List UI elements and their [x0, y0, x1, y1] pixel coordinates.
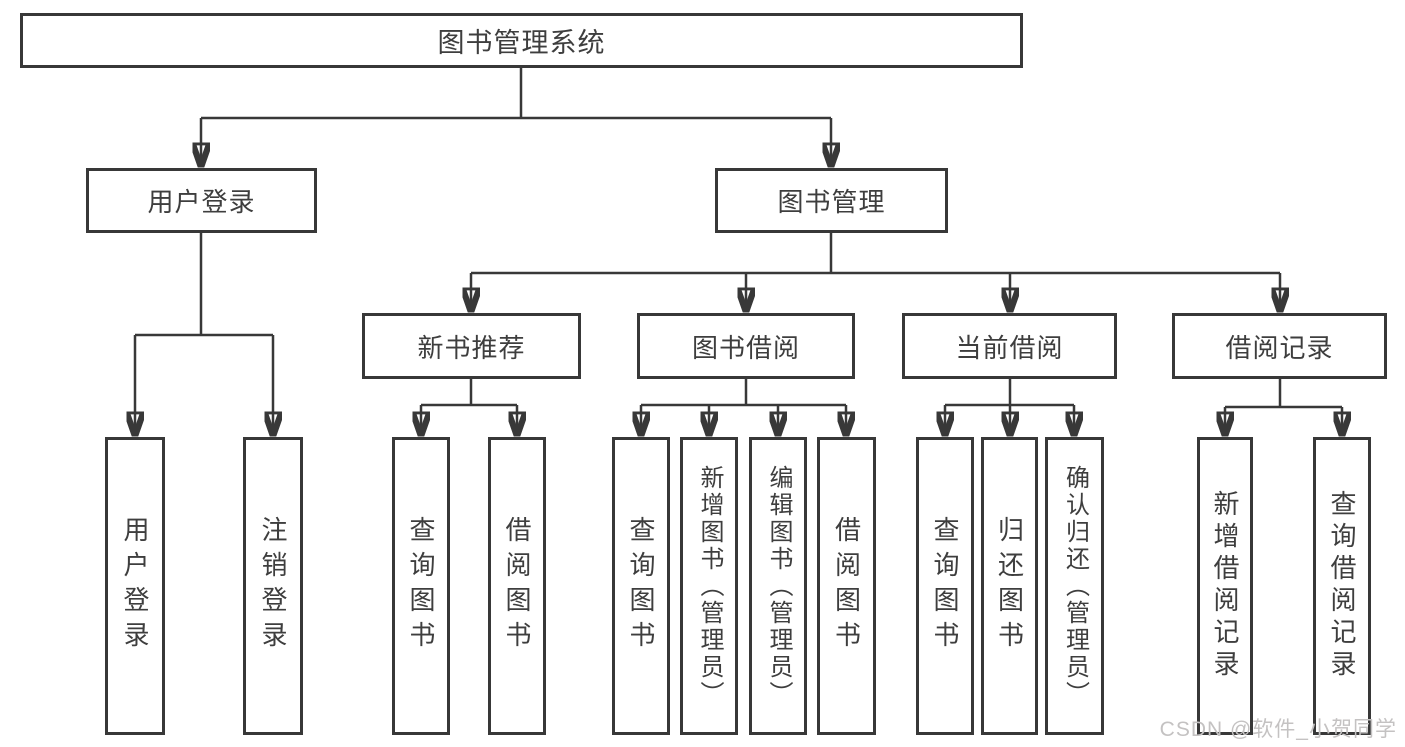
node-label: 确认归还（管理员） [1061, 464, 1089, 708]
node-label: 新增图书（管理员） [696, 464, 723, 708]
node-root: 图书管理系统 [20, 13, 1023, 68]
node-borrow-records: 借阅记录 [1172, 313, 1387, 379]
node-label: 当前借阅 [955, 332, 1064, 363]
leaf-query-books-recommend: 查询图书 [392, 437, 450, 735]
leaf-query-borrow-record: 查询借阅记录 [1313, 437, 1371, 735]
node-current-borrowing: 当前借阅 [902, 313, 1117, 379]
node-label: 图书借阅 [691, 332, 800, 363]
node-label: 新书推荐 [417, 332, 526, 363]
leaf-return-books: 归还图书 [981, 437, 1038, 735]
node-label: 图书管理系统 [437, 28, 606, 58]
leaf-confirm-return-admin: 确认归还（管理员） [1045, 437, 1104, 735]
leaf-user-login: 用户登录 [105, 437, 165, 735]
leaf-add-books-admin: 新增图书（管理员） [680, 437, 738, 735]
node-label: 借阅记录 [1225, 332, 1334, 363]
leaf-query-books-current: 查询图书 [916, 437, 974, 735]
edge-book-management-to-level3 [471, 233, 1280, 311]
leaf-edit-books-admin: 编辑图书（管理员） [749, 437, 807, 735]
node-book-borrowing: 图书借阅 [637, 313, 855, 379]
csdn-watermark: CSDN @软件_小贺同学 [1159, 718, 1397, 741]
node-user-login: 用户登录 [86, 168, 317, 233]
edge-root-to-level2 [201, 68, 831, 166]
leaf-add-borrow-record: 新增借阅记录 [1197, 437, 1253, 735]
edge-new-book-recommend-children [421, 379, 517, 435]
node-label: 借阅图书 [831, 516, 862, 656]
edge-current-borrowing-children [945, 379, 1074, 435]
leaf-borrow-books-recommend: 借阅图书 [488, 437, 546, 735]
node-book-management: 图书管理 [715, 168, 948, 233]
node-label: 借阅图书 [502, 516, 532, 656]
edge-user-login-children [135, 233, 273, 435]
edge-borrow-records-children [1225, 379, 1342, 435]
node-label: 编辑图书（管理员） [765, 464, 792, 708]
node-label: 查询图书 [626, 516, 656, 656]
node-label: 查询图书 [406, 516, 436, 656]
node-label: 新增借阅记录 [1210, 490, 1240, 682]
node-label: 注销登录 [258, 516, 288, 656]
leaf-query-books-borrowing: 查询图书 [612, 437, 670, 735]
node-label: 用户登录 [147, 187, 256, 217]
node-label: 查询图书 [930, 516, 960, 656]
node-label: 查询借阅记录 [1327, 490, 1357, 682]
leaf-logout: 注销登录 [243, 437, 303, 735]
node-label: 图书管理 [777, 187, 886, 217]
node-new-book-recommend: 新书推荐 [362, 313, 581, 379]
node-label: 归还图书 [994, 516, 1025, 656]
node-label: 用户登录 [120, 516, 150, 656]
edge-book-borrowing-children [641, 379, 846, 435]
leaf-borrow-books-borrowing: 借阅图书 [817, 437, 876, 735]
